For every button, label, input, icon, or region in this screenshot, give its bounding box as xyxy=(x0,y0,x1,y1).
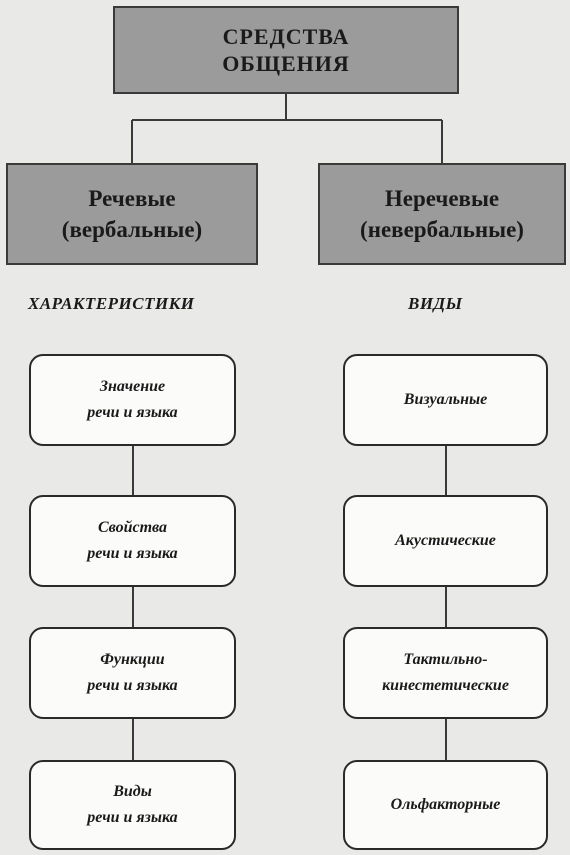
root-title-line2: ОБЩЕНИЯ xyxy=(222,51,350,76)
item-line1: Виды xyxy=(113,783,152,800)
group-verbal-line1: Речевые xyxy=(88,186,176,211)
label-characteristics: ХАРАКТЕРИСТИКИ xyxy=(28,294,195,313)
verbal-item-meaning: Значение речи и языка xyxy=(29,354,236,446)
item-line1: Визуальные xyxy=(403,391,488,408)
nonverbal-item-olfactory: Ольфакторные xyxy=(343,760,548,850)
item-line1: Ольфакторные xyxy=(390,796,501,813)
group-verbal: Речевые (вербальные) xyxy=(6,163,258,265)
item-line2: речи и языка xyxy=(87,677,178,694)
verbal-item-properties: Свойства речи и языка xyxy=(29,495,236,587)
item-line1: Значение xyxy=(99,378,166,395)
item-line2: речи и языка xyxy=(87,809,178,826)
verbal-item-types: Виды речи и языка xyxy=(29,760,236,850)
item-line2: кинестетические xyxy=(382,677,509,694)
item-line2: речи и языка xyxy=(87,404,178,421)
group-nonverbal-line1: Неречевые xyxy=(384,186,500,211)
item-line2: речи и языка xyxy=(87,545,178,562)
group-nonverbal: Неречевые (невербальные) xyxy=(318,163,566,265)
verbal-item-functions: Функции речи и языка xyxy=(29,627,236,719)
group-nonverbal-line2: (невербальные) xyxy=(360,217,524,242)
item-line1: Свойства xyxy=(97,519,168,536)
root-node: СРЕДСТВА ОБЩЕНИЯ xyxy=(113,6,459,94)
item-line1: Функции xyxy=(100,651,165,668)
root-title-line1: СРЕДСТВА xyxy=(222,24,350,49)
item-line1: Акустические xyxy=(395,532,496,549)
group-verbal-line2: (вербальные) xyxy=(61,217,203,242)
nonverbal-item-acoustic: Акустические xyxy=(343,495,548,587)
nonverbal-item-tactile: Тактильно- кинестетические xyxy=(343,627,548,719)
item-line1: Тактильно- xyxy=(403,651,488,668)
label-types: ВИДЫ xyxy=(408,294,463,313)
nonverbal-item-visual: Визуальные xyxy=(343,354,548,446)
